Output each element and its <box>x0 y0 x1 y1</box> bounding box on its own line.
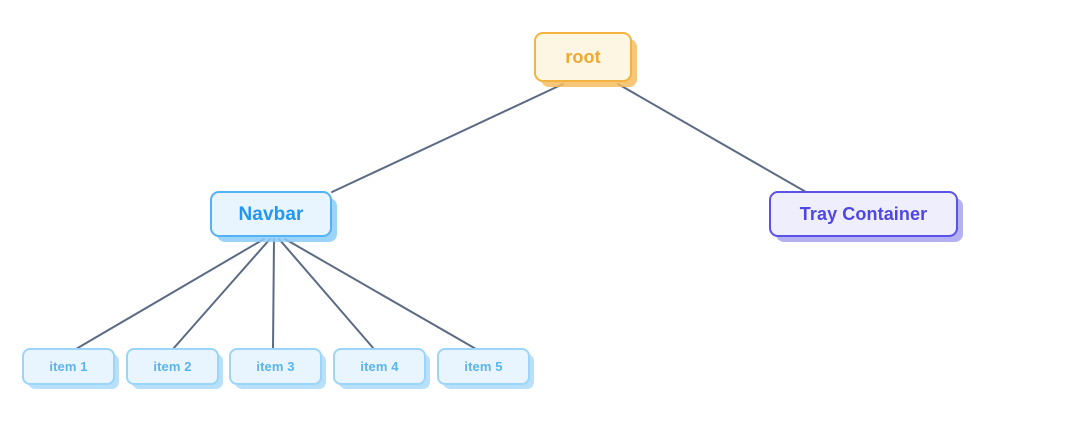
node-label-item3: item 3 <box>256 359 295 374</box>
edge-navbar-to-item5 <box>284 238 477 350</box>
node-label-item2: item 2 <box>153 359 192 374</box>
edge-root-to-navbar <box>331 83 564 193</box>
edge-navbar-to-item4 <box>278 238 375 350</box>
edge-navbar-to-item2 <box>172 238 271 350</box>
node-label-item5: item 5 <box>464 359 503 374</box>
node-label-item4: item 4 <box>360 359 399 374</box>
node-label-navbar: Navbar <box>238 203 304 225</box>
node-item4[interactable]: item 4 <box>333 348 426 385</box>
node-label-root: root <box>565 47 601 67</box>
edge-navbar-to-item1 <box>75 238 265 350</box>
node-tray[interactable]: Tray Container <box>769 191 958 237</box>
edge-navbar-to-item3 <box>272 238 275 350</box>
node-navbar[interactable]: Navbar <box>210 191 332 237</box>
node-item2[interactable]: item 2 <box>126 348 219 385</box>
node-label-tray: Tray Container <box>799 204 928 224</box>
node-item3[interactable]: item 3 <box>229 348 322 385</box>
edge-root-to-tray <box>617 83 807 193</box>
node-label-item1: item 1 <box>49 359 88 374</box>
node-root[interactable]: root <box>534 32 632 82</box>
node-item1[interactable]: item 1 <box>22 348 115 385</box>
node-item5[interactable]: item 5 <box>437 348 530 385</box>
